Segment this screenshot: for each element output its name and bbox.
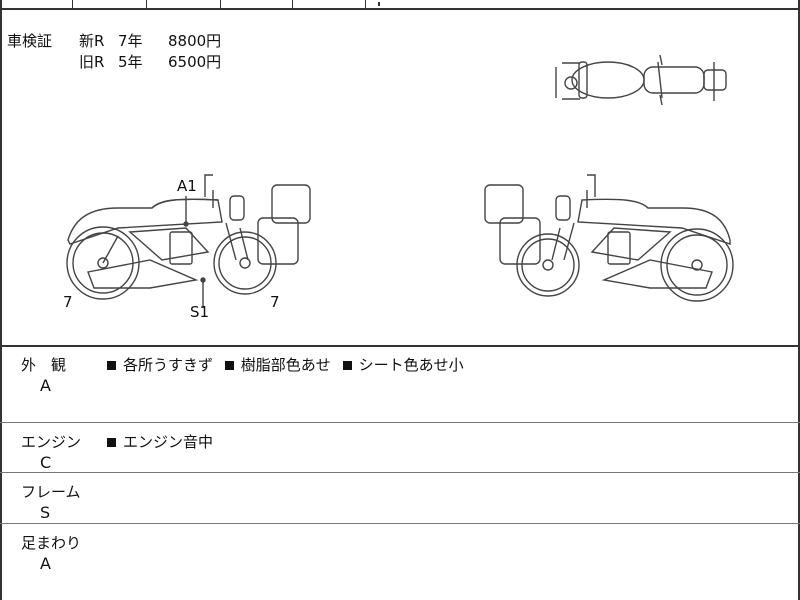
mark-left-label: 7 [63,293,73,311]
top-table-strip [0,0,800,10]
section-suspension: 足まわり A [0,524,800,600]
section-appearance-notes: 各所うすきず 樹脂部色あせ シート色あせ小 [107,354,471,375]
inspection-new-fee: 8800円 [168,32,222,50]
mark-a1-dot [183,221,189,227]
inspection-label: 車検証 [7,32,53,50]
section-appearance-label: 外 観 [21,356,67,374]
motorcycle-left-view-icon [66,174,311,300]
inspection-new-years: 7年 [118,32,143,50]
appearance-note-1: 各所うすきず [123,356,214,374]
mark-s1-label: S1 [190,303,210,321]
bullet-square-icon [224,360,234,370]
appearance-note-2: 樹脂部色あせ [240,356,331,374]
section-engine-label: エンジン [21,433,82,451]
appearance-note-3: シート色あせ小 [358,356,464,374]
mark-right-label: 7 [270,293,280,311]
section-frame: フレーム S [0,473,800,524]
damage-diagram: 車検証 新R 7年 8800円 旧R 5年 6500円 [0,10,800,347]
bullet-square-icon [342,360,352,370]
section-engine: エンジン C エンジン音中 [0,423,800,473]
section-appearance-grade: A [40,376,51,395]
mark-a1-label: A1 [177,177,197,195]
inspection-old-years: 5年 [118,53,143,71]
section-frame-label: フレーム [21,483,81,501]
inspection-new-category: 新R [79,32,105,50]
section-engine-notes: エンジン音中 [107,431,220,452]
bullet-square-icon [107,360,116,370]
inspection-old-fee: 6500円 [168,53,222,71]
section-engine-grade: C [40,453,52,472]
inspection-old-category: 旧R [79,53,105,71]
section-suspension-label: 足まわり [21,534,82,552]
motorcycle-top-view-icon [555,54,727,106]
motorcycle-outline-icons [66,54,734,308]
mark-s1-dot [200,277,206,283]
section-frame-grade: S [40,503,51,522]
engine-note-1: エンジン音中 [123,433,214,451]
section-suspension-grade: A [40,554,51,573]
section-appearance: 外 観 A 各所うすきず 樹脂部色あせ シート色あせ小 [0,346,800,423]
motorcycle-right-view-icon [484,174,734,302]
bullet-square-icon [107,437,116,447]
